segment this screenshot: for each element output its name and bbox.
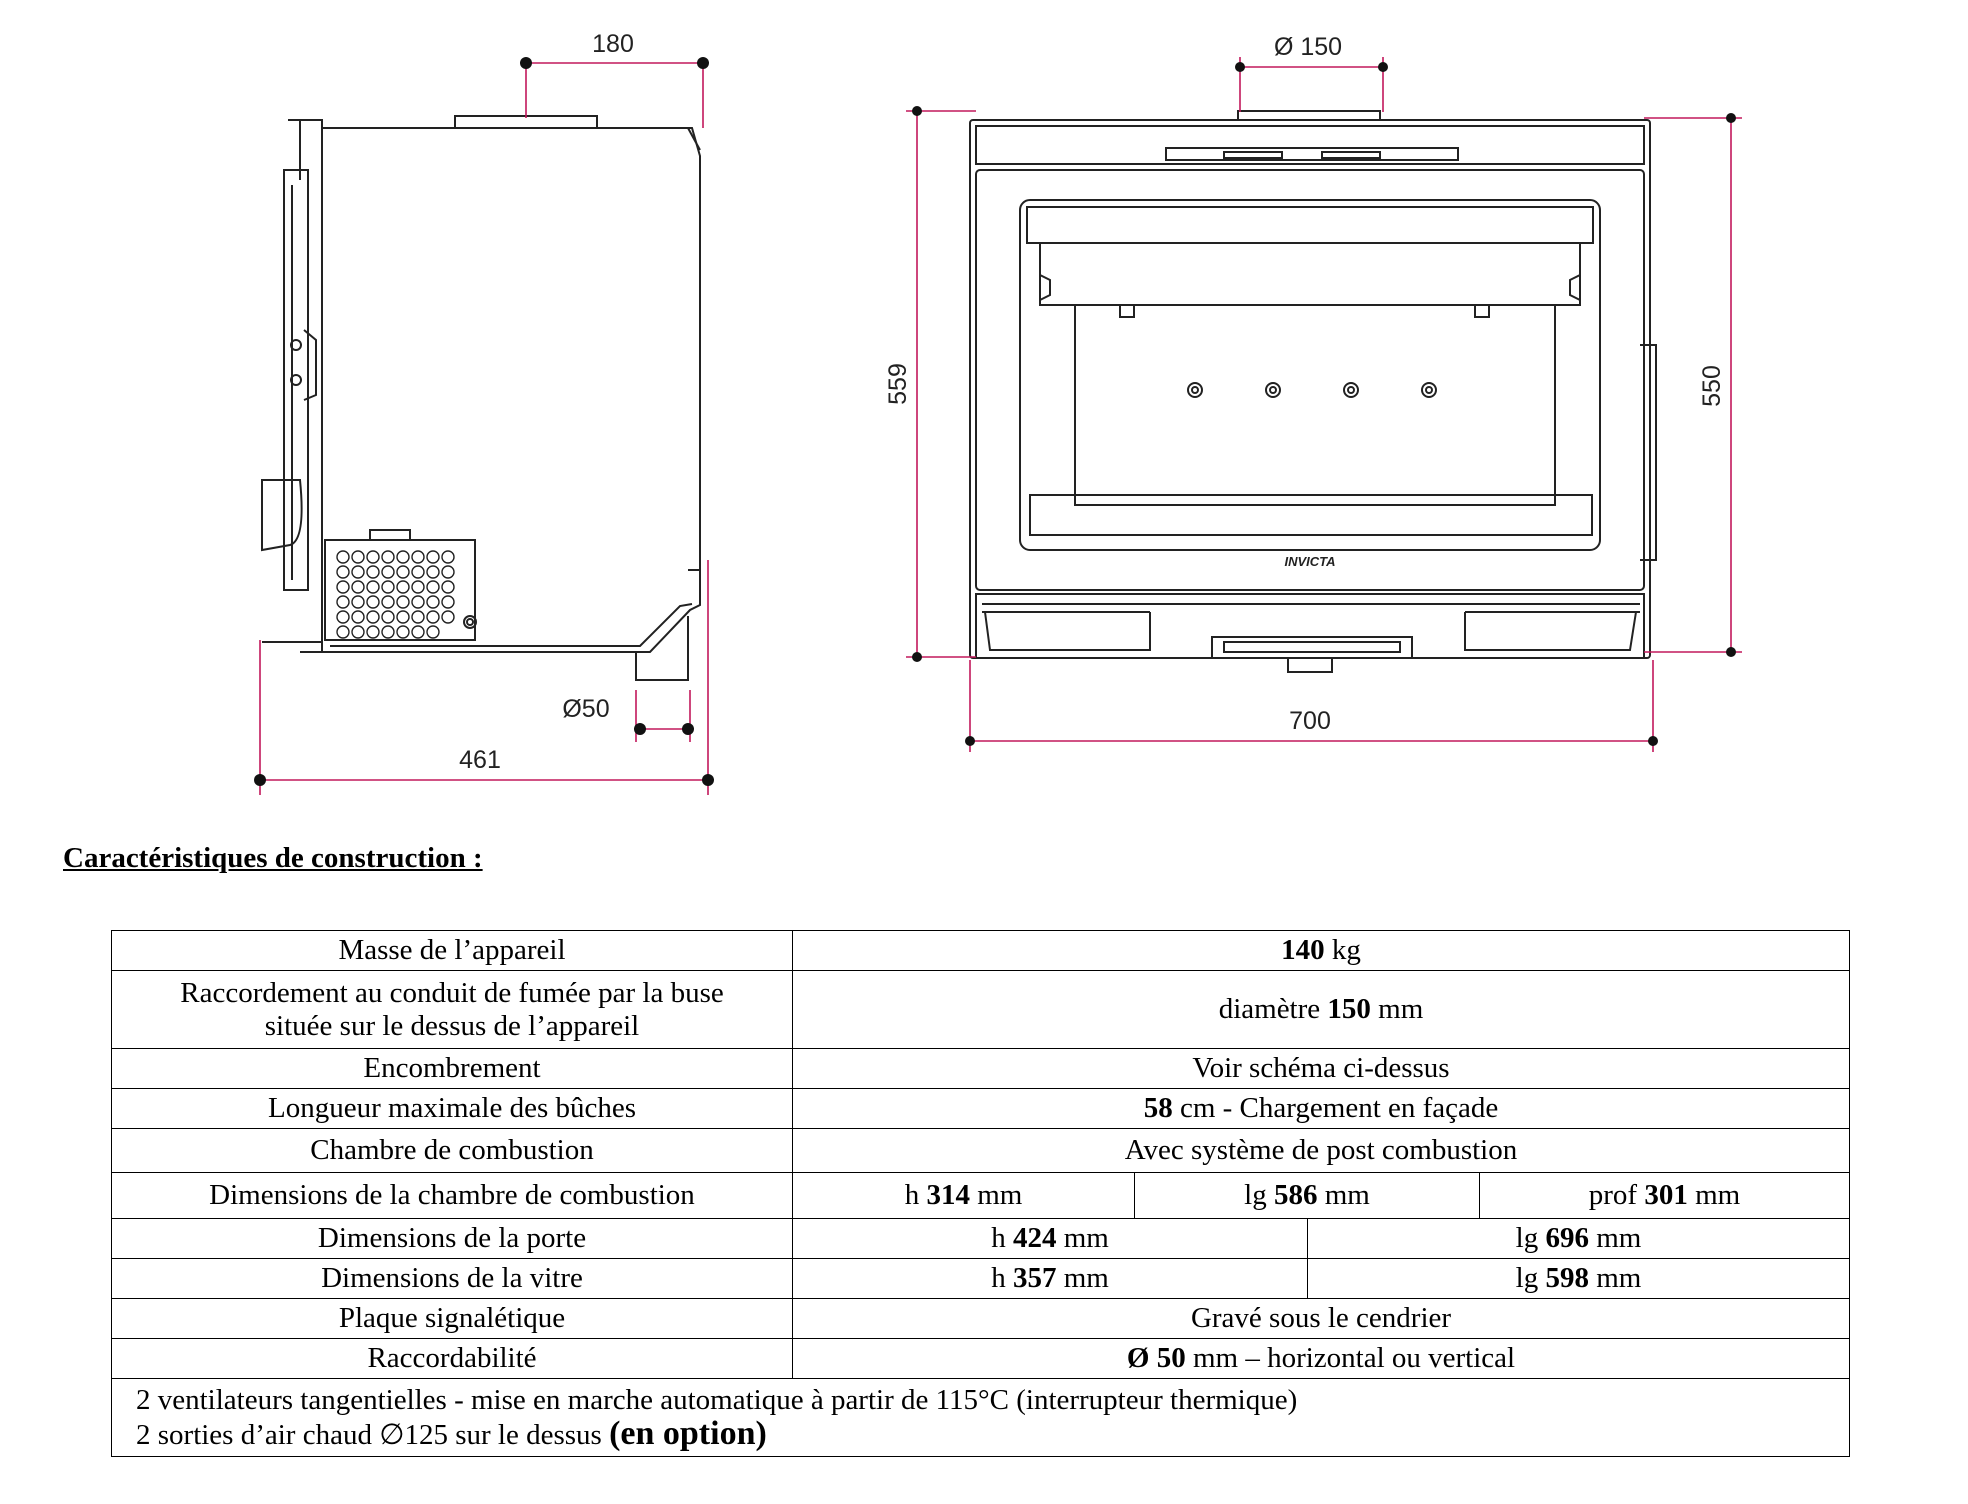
- dim-461-label: 461: [459, 746, 501, 774]
- spec-value-height: h 424 mm: [792, 1218, 1308, 1259]
- note-option: (en option): [609, 1414, 767, 1452]
- spec-value: 140 kg: [792, 930, 1850, 971]
- spec-label: Chambre de combustion: [111, 1128, 793, 1173]
- front-view-dim-points: [912, 62, 1736, 746]
- table-row: Chambre de combustion Avec système de po…: [111, 1128, 1850, 1173]
- spec-label: Masse de l’appareil: [111, 930, 793, 971]
- spec-value: Ø 50 mm – horizontal ou vertical: [792, 1338, 1850, 1379]
- table-row: Dimensions de la chambre de combustion h…: [111, 1172, 1850, 1219]
- spec-value-height: h 314 mm: [792, 1172, 1135, 1219]
- table-row: Encombrement Voir schéma ci-dessus: [111, 1048, 1850, 1089]
- fan-grid: [336, 550, 455, 639]
- dim-flue-label: Ø 150: [1274, 33, 1342, 61]
- note-hot-air: 2 sorties d’air chaud ∅125 sur le dessus: [136, 1418, 610, 1451]
- spec-label: Raccordement au conduit de fumée par la …: [111, 970, 793, 1049]
- section-title: Caractéristiques de construction :: [63, 842, 483, 874]
- spec-value: Voir schéma ci-dessus: [792, 1048, 1850, 1089]
- dim-180-label: 180: [592, 30, 634, 58]
- table-row: Dimensions de la vitre h 357 mm lg 598 m…: [111, 1258, 1850, 1299]
- side-view-dimensions: [259, 62, 712, 795]
- spec-label: Plaque signalétique: [111, 1298, 793, 1339]
- front-view-drawing: [969, 110, 1657, 673]
- brand-logo: INVICTA: [1284, 554, 1335, 569]
- dim-700-label: 700: [1289, 707, 1331, 735]
- table-row: Raccordabilité Ø 50 mm – horizontal ou v…: [111, 1338, 1850, 1379]
- spec-label: Dimensions de la porte: [111, 1218, 793, 1259]
- spec-value-width: lg 598 mm: [1307, 1258, 1850, 1299]
- table-row: Dimensions de la porte h 424 mm lg 696 m…: [111, 1218, 1850, 1259]
- spec-value: diamètre 150 mm: [792, 970, 1850, 1049]
- note-fans: 2 ventilateurs tangentielles - mise en m…: [136, 1383, 1298, 1416]
- spec-label: Dimensions de la vitre: [111, 1258, 793, 1299]
- spec-value-width: lg 586 mm: [1134, 1172, 1480, 1219]
- spec-label: Dimensions de la chambre de combustion: [111, 1172, 793, 1219]
- front-view-dimensions: [906, 57, 1742, 752]
- spec-label: Raccordabilité: [111, 1338, 793, 1379]
- dim-550-label: 550: [1698, 365, 1726, 407]
- spec-label: Longueur maximale des bûches: [111, 1088, 793, 1129]
- spec-value: Gravé sous le cendrier: [792, 1298, 1850, 1339]
- spec-value-depth: prof 301 mm: [1479, 1172, 1850, 1219]
- notes-cell: 2 ventilateurs tangentielles - mise en m…: [111, 1378, 1850, 1457]
- side-view-dim-points: [254, 57, 714, 786]
- table-row: Masse de l’appareil 140 kg: [111, 930, 1850, 971]
- spec-value: Avec système de post combustion: [792, 1128, 1850, 1173]
- table-row: Plaque signalétique Gravé sous le cendri…: [111, 1298, 1850, 1339]
- table-row-notes: 2 ventilateurs tangentielles - mise en m…: [111, 1378, 1850, 1457]
- dim-559-label: 559: [884, 363, 912, 405]
- spec-value: 58 cm - Chargement en façade: [792, 1088, 1850, 1129]
- dim-outlet-label: Ø50: [562, 695, 609, 723]
- side-view-drawing: [261, 115, 701, 681]
- spec-value-height: h 357 mm: [792, 1258, 1308, 1299]
- spec-label: Encombrement: [111, 1048, 793, 1089]
- spec-value-width: lg 696 mm: [1307, 1218, 1850, 1259]
- technical-drawings: 180 Ø50 461: [254, 30, 1742, 795]
- construction-specs-table: Masse de l’appareil 140 kg Raccordement …: [111, 930, 1850, 1457]
- table-row: Longueur maximale des bûches 58 cm - Cha…: [111, 1088, 1850, 1129]
- table-row: Raccordement au conduit de fumée par la …: [111, 970, 1850, 1049]
